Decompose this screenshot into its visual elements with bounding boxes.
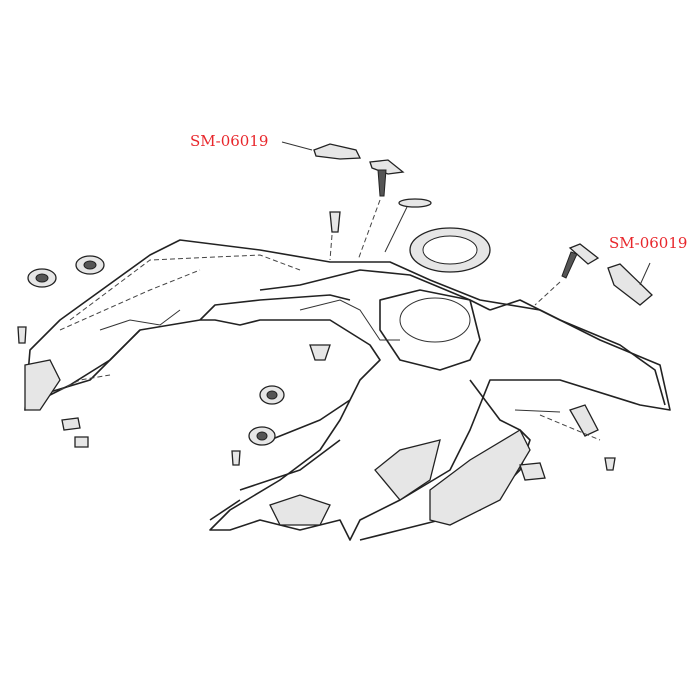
fuel-cap-ring — [398, 198, 491, 273]
tank-lock-latch-right — [514, 243, 653, 441]
tank-cover-body — [24, 239, 671, 541]
bolts — [17, 211, 616, 481]
grommets — [27, 255, 285, 446]
tank-lock-latch-left — [281, 141, 408, 261]
part-number-callout-right: SM-06019 — [609, 234, 688, 252]
part-number-callout-left: SM-06019 — [190, 132, 269, 150]
